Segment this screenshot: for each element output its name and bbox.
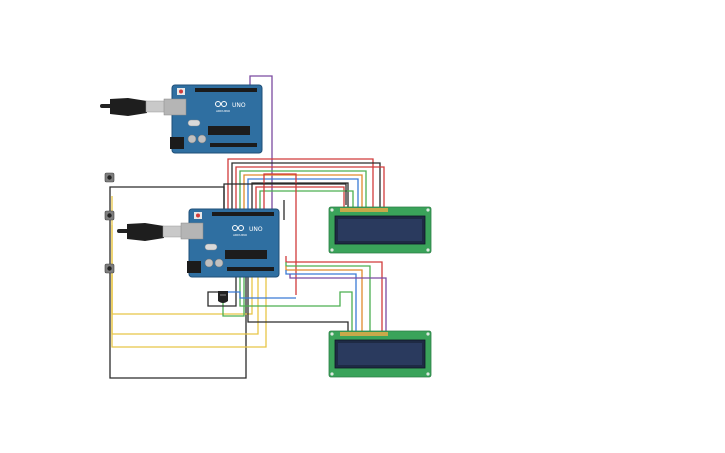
wire-purple[interactable] <box>289 274 387 333</box>
wire-red[interactable] <box>227 158 374 212</box>
pushbutton-icon[interactable] <box>104 172 115 183</box>
lcd-display-bottom[interactable] <box>328 330 432 378</box>
wire-green[interactable] <box>285 262 371 333</box>
infinity-logo-icon <box>215 101 227 107</box>
usb-cable-icon <box>100 98 167 116</box>
wire-red[interactable] <box>235 166 385 212</box>
arduino-uno-top[interactable]: UNO ARDUINO <box>100 84 263 154</box>
wire-blue[interactable] <box>247 178 359 212</box>
wire-black[interactable] <box>251 182 349 212</box>
lcd-display-top[interactable] <box>328 206 432 254</box>
wire-black[interactable] <box>231 162 381 212</box>
pushbutton-column <box>104 172 115 274</box>
wire-green[interactable] <box>239 276 353 333</box>
wire-green[interactable] <box>259 190 354 212</box>
wire-red[interactable] <box>263 173 297 295</box>
wire-black[interactable] <box>109 186 247 379</box>
wire-green[interactable] <box>222 276 245 317</box>
wire-black[interactable] <box>247 276 349 333</box>
wire-black[interactable] <box>223 183 347 212</box>
board-logo-text: UNO <box>232 102 246 109</box>
wire-green[interactable] <box>239 170 367 212</box>
wire-red[interactable] <box>255 186 345 212</box>
board-logo-text: UNO <box>249 226 263 233</box>
wire-red[interactable] <box>285 256 383 333</box>
board-brand-text: ARDUINO <box>216 109 231 113</box>
arduino-uno-bottom[interactable]: UNO ARDUINO <box>117 208 280 278</box>
pushbutton-icon[interactable] <box>104 263 115 274</box>
wire-black[interactable] <box>207 276 237 307</box>
usb-cable-icon <box>117 223 184 241</box>
wire-orange[interactable] <box>285 266 363 333</box>
temperature-sensor-icon[interactable] <box>218 291 228 303</box>
wire-yellow[interactable] <box>111 275 267 348</box>
wire-blue[interactable] <box>285 270 357 333</box>
infinity-logo-icon <box>232 225 244 231</box>
wires <box>109 75 387 379</box>
wire-orange[interactable] <box>243 174 363 212</box>
board-brand-text: ARDUINO <box>233 233 248 237</box>
wire-blue[interactable] <box>226 291 296 299</box>
pushbutton-icon[interactable] <box>104 210 115 221</box>
